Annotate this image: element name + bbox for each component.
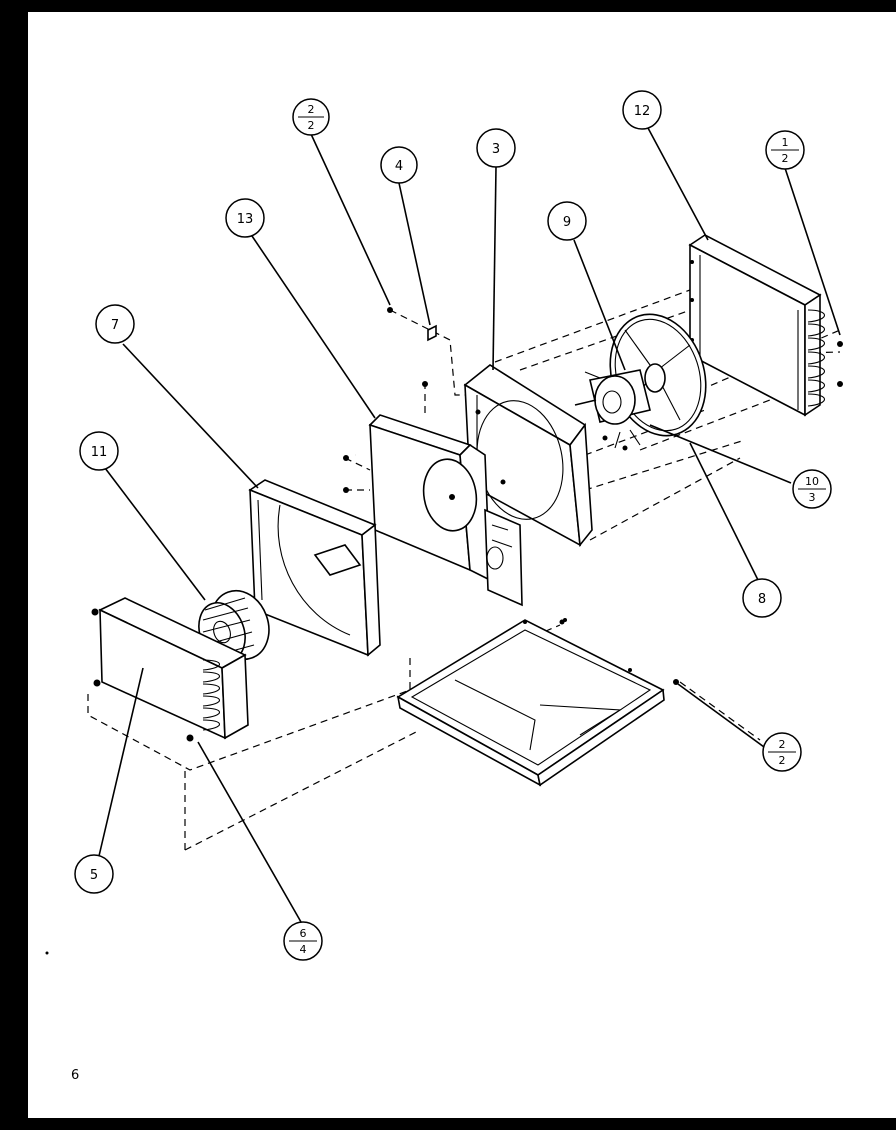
callout-6-4-numerator: 6 [300,927,307,940]
callout-6-4: 6 4 [283,921,323,961]
base-pan [396,618,665,787]
callout-9: 9 [547,201,587,241]
callout-2-2-top-denominator: 2 [308,119,315,132]
callout-13: 13 [225,198,265,238]
callout-3: 3 [476,128,516,168]
callout-6-4-denominator: 4 [300,943,307,956]
callout-1-2-denominator: 2 [782,152,789,165]
part-3-partition-panel [463,364,593,548]
callout-10-3-denominator: 3 [809,491,816,504]
callout-10-3-numerator: 10 [805,475,819,488]
callout-11: 11 [79,431,119,471]
callout-13-label: 13 [237,212,254,227]
part-5-evaporator-coil [91,597,249,742]
part-7-scroll-housing [248,479,381,657]
loose-screws [343,307,843,685]
callout-4-label: 4 [395,159,403,174]
callout-7-label: 7 [111,318,119,333]
callout-10-3: 10 3 [792,469,832,509]
callout-2-2-bottom-denominator: 2 [779,754,786,767]
page-number: 6 [71,1068,80,1083]
part-9-fan-motor [574,369,651,451]
callout-2-2-top: 2 2 [292,98,330,136]
callout-12: 12 [622,90,662,130]
part-12-condenser-coil [688,234,826,417]
callout-8-label: 8 [758,592,766,607]
callout-1-2-numerator: 1 [782,136,789,149]
callout-7: 7 [95,304,135,344]
callout-2-2-bottom-numerator: 2 [779,738,786,751]
callout-11-label: 11 [91,445,108,460]
callout-4: 4 [380,146,418,184]
leader-lines [98,127,841,923]
callout-1-2: 1 2 [765,130,805,170]
callout-9-label: 9 [563,215,571,230]
callout-5-label: 5 [90,868,98,883]
callout-3-label: 3 [492,142,500,157]
callout-8: 8 [742,578,782,618]
callout-12-label: 12 [634,104,651,119]
callout-2-2-top-numerator: 2 [308,103,315,116]
part-13-blower-bulkhead [368,414,523,607]
stray-mark [45,951,49,955]
callout-2-2-bottom: 2 2 [762,732,802,772]
callout-5: 5 [74,854,114,894]
